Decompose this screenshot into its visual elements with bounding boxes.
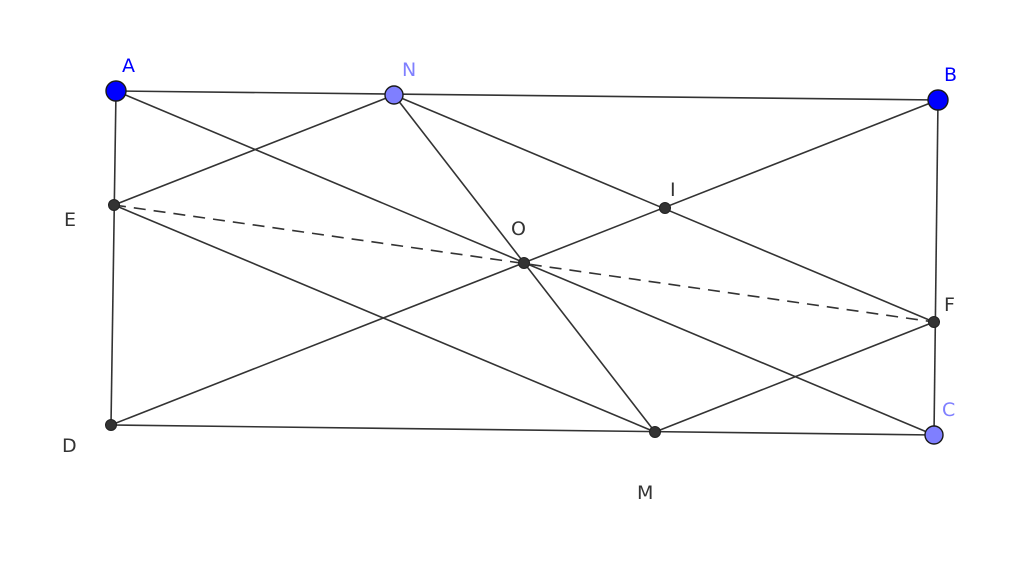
label-point-d: D <box>62 435 77 457</box>
segment-da <box>110 90 117 426</box>
point-b[interactable] <box>927 89 949 111</box>
label-point-n: N <box>402 59 416 81</box>
segment-bc <box>933 99 939 436</box>
label-point-c: C <box>942 399 955 421</box>
label-point-e: E <box>64 209 76 231</box>
segment-em <box>113 204 656 433</box>
segment-cd <box>110 424 935 436</box>
labels-layer: A N B E I O F D M C <box>62 55 957 504</box>
point-o <box>518 257 530 269</box>
point-i <box>659 202 671 214</box>
label-point-i: I <box>670 179 676 201</box>
point-m <box>649 426 661 438</box>
segment-ef <box>113 204 935 323</box>
point-n[interactable] <box>384 85 404 105</box>
label-point-b: B <box>944 64 957 86</box>
label-point-o: O <box>511 218 526 240</box>
segment-mf <box>654 321 935 433</box>
label-point-f: F <box>944 294 955 316</box>
point-a[interactable] <box>105 80 127 102</box>
segment-en <box>113 94 395 206</box>
segment-ab <box>115 90 939 101</box>
point-c[interactable] <box>924 425 944 445</box>
label-point-m: M <box>637 482 653 504</box>
points-layer <box>105 80 949 445</box>
label-point-a: A <box>122 55 135 77</box>
point-f <box>928 316 940 328</box>
point-d <box>105 419 117 431</box>
point-e <box>108 199 120 211</box>
